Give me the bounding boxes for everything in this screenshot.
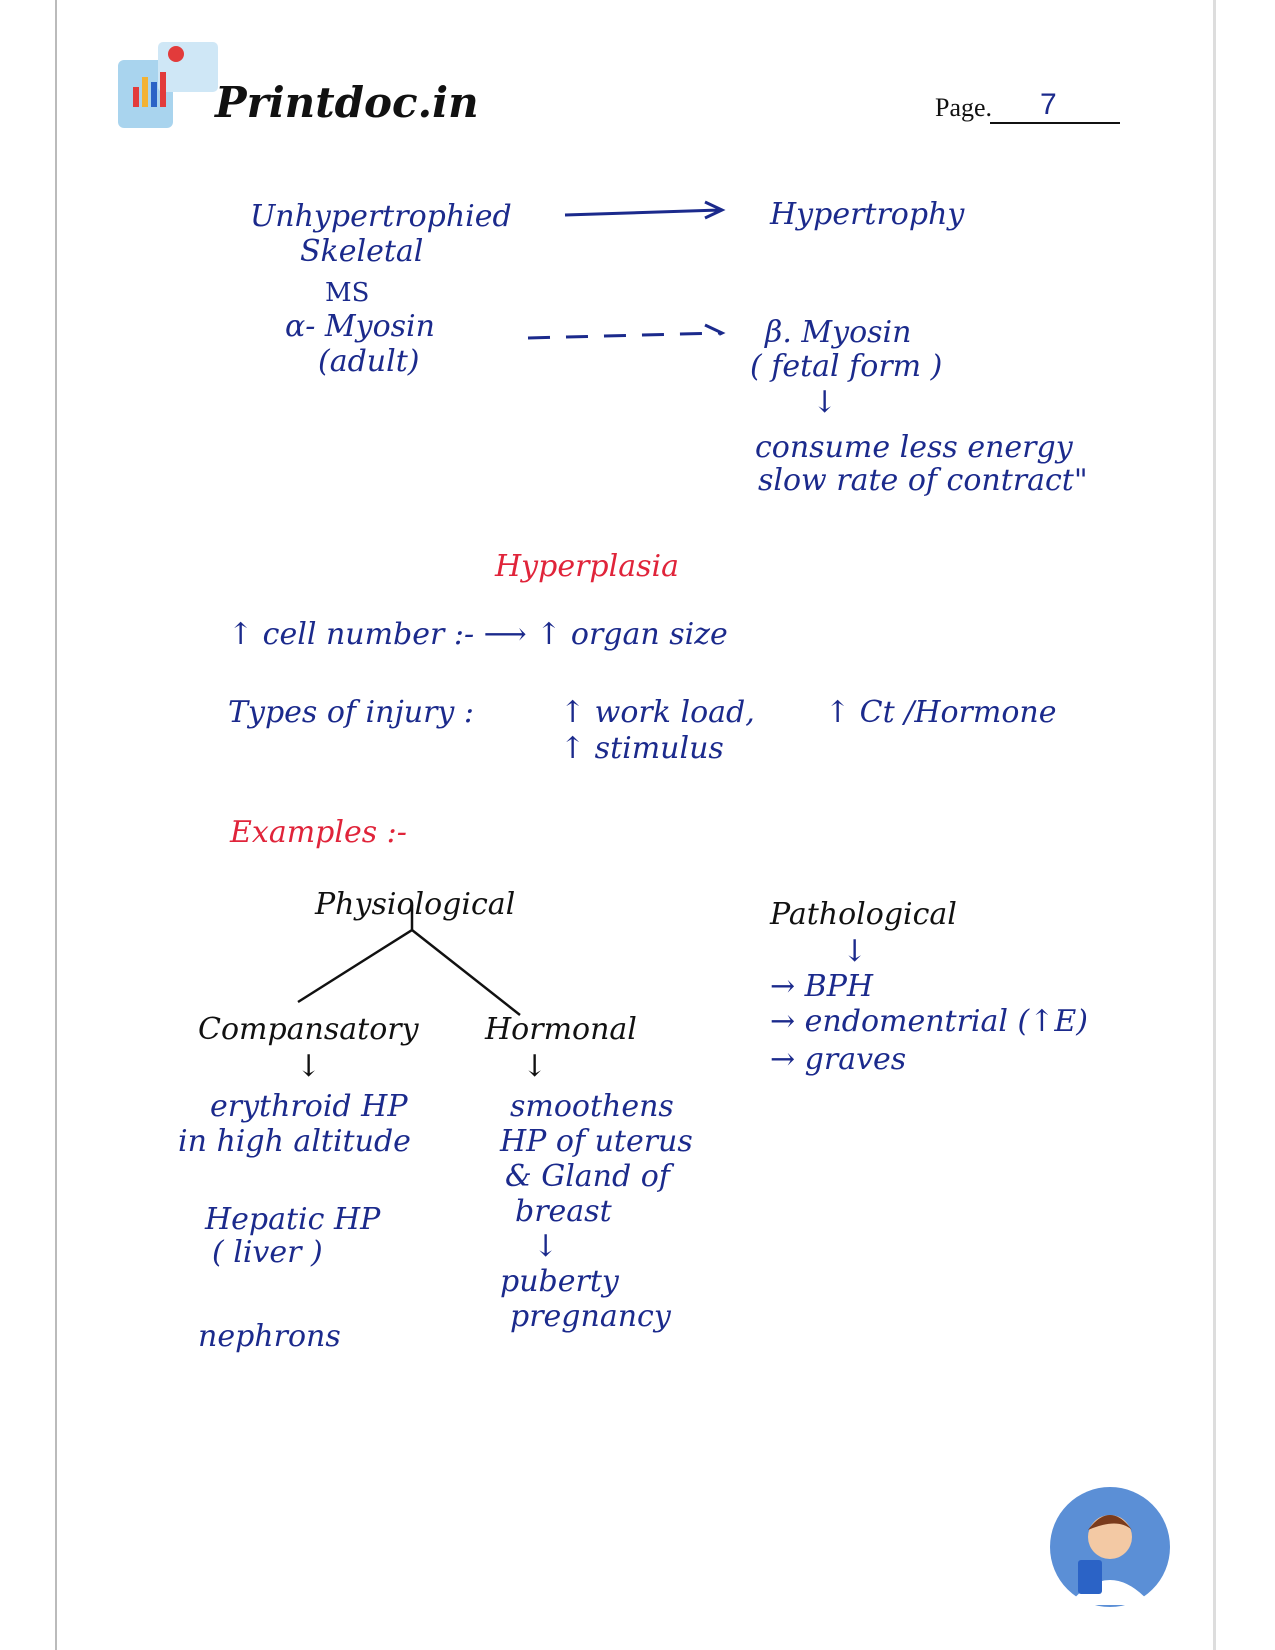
left-line1: Unhypertrophied — [250, 199, 512, 234]
hypertrophy-title: Hypertrophy — [770, 197, 965, 232]
printdoc-logo-icon — [118, 42, 218, 128]
left-line3: MS — [325, 278, 370, 308]
hyperplasia-line1: ↑ cell number :- ⟶ ↑ organ size — [228, 617, 728, 652]
down-arrow: ↓ — [522, 1049, 548, 1084]
down-arrow: ↓ — [842, 934, 868, 969]
path-item: → BPH — [770, 969, 874, 1004]
physiological-heading: Physiological — [315, 887, 516, 922]
down-arrow: ↓ — [812, 385, 838, 420]
types-label: Types of injury : — [228, 695, 475, 730]
dashed-arrow — [527, 323, 726, 343]
brand-name: Printdoc.in — [215, 78, 479, 127]
pathological-heading: Pathological — [770, 897, 957, 932]
types-1: ↑ work load, — [560, 695, 755, 730]
types-3: ↑ stimulus — [560, 731, 724, 766]
comp-item: erythroid HP — [210, 1089, 408, 1124]
horm-item: pregnancy — [510, 1299, 671, 1334]
tree-branches — [297, 905, 521, 1016]
page-label: Page. — [935, 93, 993, 122]
compensatory-heading: Compansatory — [198, 1012, 419, 1047]
left-line2: Skeletal — [300, 234, 424, 269]
hyperplasia-title: Hyperplasia — [495, 549, 679, 584]
comp-item: nephrons — [198, 1319, 341, 1354]
left-line4: α- Myosin — [285, 309, 435, 344]
right-line1: β. Myosin — [765, 315, 912, 350]
comp-item: ( liver ) — [212, 1235, 323, 1270]
horm-item: smoothens — [510, 1089, 674, 1124]
note1: consume less energy — [755, 430, 1073, 465]
note2: slow rate of contract" — [758, 463, 1088, 498]
horm-item: HP of uterus — [500, 1124, 693, 1159]
left-line5: (adult) — [318, 344, 420, 379]
hormonal-heading: Hormonal — [485, 1012, 637, 1047]
down-arrow: ↓ — [296, 1049, 322, 1084]
comp-item: Hepatic HP — [205, 1202, 381, 1237]
path-item: → endomentrial (↑E) — [770, 1004, 1088, 1039]
horm-item: puberty — [500, 1264, 619, 1299]
examples-title: Examples :- — [230, 815, 407, 850]
page-number: 7 — [990, 88, 1120, 124]
doctor-avatar-icon — [1050, 1487, 1170, 1607]
path-item: → graves — [770, 1042, 907, 1077]
horm-item: breast — [515, 1194, 612, 1229]
solid-arrow — [564, 200, 726, 220]
page-left-edge — [55, 0, 57, 1650]
types-2: ↑ Ct /Hormone — [825, 695, 1057, 730]
right-line2: ( fetal form ) — [750, 349, 943, 384]
comp-item: in high altitude — [178, 1124, 411, 1159]
page-right-edge — [1213, 0, 1216, 1650]
horm-item: ↓ — [533, 1229, 559, 1264]
horm-item: & Gland of — [505, 1159, 670, 1194]
